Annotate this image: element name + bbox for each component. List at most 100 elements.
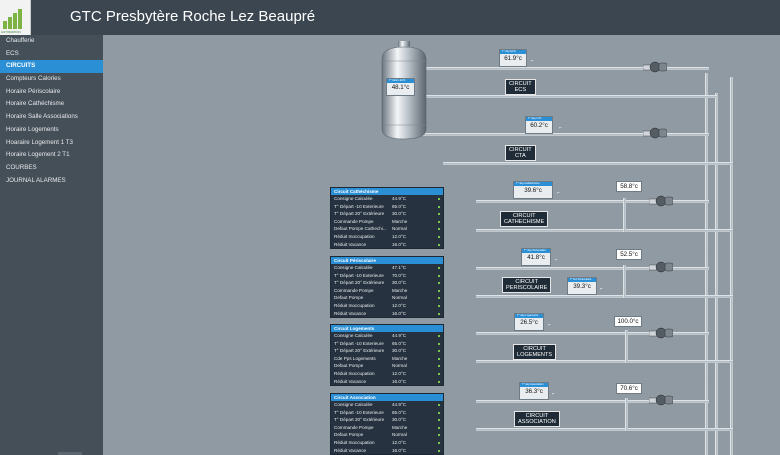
ecs-supply-temp-value: 61.9°c: [504, 55, 522, 62]
sidebar-item-compteurs-calories[interactable]: Compteurs Calories: [6, 75, 61, 83]
periscolaire-ext-temp-display[interactable]: T° Ext Périscolaire 39.3°c: [567, 277, 597, 295]
parameter-label: Defaut Pompe: [334, 295, 364, 301]
parameter-label: Réduit Vacance: [334, 310, 367, 316]
logo-bars-icon: [3, 9, 27, 29]
parameter-value[interactable]: 70.0°C: [392, 272, 407, 278]
parameter-value[interactable]: 12.0°C: [392, 439, 407, 445]
panel-row: Cde Pps Logements Marche: [331, 355, 443, 363]
parameter-label: T° Départ -10 Exterieure: [334, 340, 384, 346]
logements-supply-temp-label: T° dep Logements: [515, 314, 543, 318]
pipe-periscolaire-return: [476, 295, 733, 298]
parameter-value[interactable]: Normal: [392, 295, 407, 301]
catechisme-valve-position[interactable]: 58.8°c: [616, 181, 642, 192]
sidebar-item-horaire-logements[interactable]: Horaire Logements: [6, 125, 59, 133]
sidebar-item-journal-alarmes[interactable]: JOURNAL ALARMES: [6, 176, 66, 184]
logements-supply-temp-display[interactable]: T° dep Logements 26.5°c: [514, 313, 544, 331]
parameter-value[interactable]: Normal: [392, 226, 407, 232]
supply-pipe: [730, 77, 733, 455]
parameter-value[interactable]: 47.1°C: [392, 265, 407, 270]
parameter-value[interactable]: Normal: [392, 363, 407, 369]
parameter-label: Consigne Calculée: [334, 196, 373, 201]
parameter-value[interactable]: 16.0°C: [392, 447, 407, 453]
synoptic-canvas: T° ballon ECS 48.1°c T° dep ECS 61.9°c ⌐…: [103, 35, 780, 455]
pump-icon[interactable]: [649, 260, 673, 274]
sidebar-item-ecs[interactable]: ECS: [6, 49, 19, 57]
status-led-icon: [438, 365, 440, 368]
status-led-icon: [438, 205, 440, 208]
periscolaire-ext-temp-value: 39.3°c: [573, 283, 591, 290]
association-supply-temp-display[interactable]: T° dep Association 36.3°c: [519, 382, 549, 400]
circuit-association-label: CIRCUIT ASSOCIATION: [514, 411, 560, 427]
parameter-label: Consigne Calculée: [334, 333, 373, 338]
circuit-logements-title: CIRCUIT: [523, 346, 546, 352]
circuit-logements-label: CIRCUIT LOGEMENTS: [513, 344, 557, 360]
status-led-icon: [438, 342, 440, 345]
status-led-icon: [438, 304, 440, 307]
parameter-value[interactable]: 12.0°C: [392, 370, 407, 376]
parameter-value[interactable]: 44.9°C: [392, 333, 407, 338]
ecs-supply-temp-display[interactable]: T° dep ECS 61.9°c: [499, 49, 527, 67]
status-led-icon: [438, 419, 440, 422]
status-led-icon: [438, 235, 440, 238]
parameter-value[interactable]: 65.0°C: [392, 409, 407, 415]
parameter-value[interactable]: 12.0°C: [392, 302, 407, 308]
parameter-value[interactable]: 30.0°C: [392, 211, 407, 217]
sidebar-item-courbes[interactable]: COURBES: [6, 163, 37, 171]
pipe-logements-return: [476, 360, 733, 363]
circuit-periscolaire-label: CIRCUIT PERISCOLAIRE: [502, 277, 552, 293]
parameter-value[interactable]: Marche: [392, 218, 408, 224]
parameter-value[interactable]: Marche: [392, 287, 408, 293]
parameter-value[interactable]: Marche: [392, 424, 408, 430]
association-valve-position[interactable]: 70.6°c: [616, 383, 642, 394]
periscolaire-valve-position[interactable]: 52.5°c: [616, 249, 642, 260]
parameter-value[interactable]: 44.9°C: [392, 402, 407, 407]
pump-icon[interactable]: [649, 194, 673, 208]
sidebar-item-horaire-cath-chisme[interactable]: Horaire Cathéchisme: [6, 100, 65, 108]
sidebar-item-horaire-p-riscolaire[interactable]: Horaire Périscolaire: [6, 87, 61, 95]
periscolaire-supply-temp-display[interactable]: T° dep Périscolaire 41.8°c: [521, 248, 551, 266]
parameter-value[interactable]: 30.0°C: [392, 417, 407, 423]
parameter-value[interactable]: 16.0°C: [392, 241, 407, 247]
logements-valve-position[interactable]: 100.0°c: [614, 316, 642, 327]
parameter-value[interactable]: 16.0°C: [392, 378, 407, 384]
sidebar-item-chaufferie[interactable]: Chaufferie: [6, 37, 35, 44]
status-led-icon: [438, 350, 440, 353]
parameter-label: T° Départ 20° Extérieure: [334, 280, 385, 286]
parameter-label: Cde Pps Logements: [334, 355, 376, 361]
pump-icon[interactable]: [643, 60, 667, 74]
parameter-value[interactable]: 65.0°C: [392, 203, 407, 209]
tank-temperature-display[interactable]: T° ballon ECS 48.1°c: [386, 78, 415, 96]
parameter-value[interactable]: 30.0°C: [392, 280, 407, 286]
pipe-cta-return: [443, 162, 733, 165]
sidebar-item-horaire-logement-2-t1[interactable]: Horaire Logement 2 T1: [6, 151, 70, 159]
parameter-value[interactable]: 44.9°C: [392, 196, 407, 201]
flow-arrow-icon: ⌐: [559, 125, 562, 131]
sidebar-item-hoaraire-logement-1-t3[interactable]: Hoaraire Logement 1 T3: [6, 138, 73, 146]
sidebar-item-circuits[interactable]: CIRCUITS: [0, 60, 103, 74]
parameter-value[interactable]: 30.0°C: [392, 348, 407, 354]
status-led-icon: [438, 312, 440, 315]
pump-icon[interactable]: [643, 126, 667, 140]
panel-row: Consigne Calculée 44.9°C: [331, 195, 443, 203]
catechisme-supply-temp-display[interactable]: T° dep Cathéchisme 39.6°c: [513, 181, 553, 199]
cta-supply-temp-display[interactable]: T° dep CTA 60.2°c: [525, 116, 553, 134]
valve-association-bypass: [625, 398, 628, 431]
sidebar-item-horaire-salle-associations[interactable]: Horaire Salle Associations: [6, 113, 78, 121]
circuit-association-name: ASSOCIATION: [518, 419, 556, 425]
parameter-value[interactable]: 65.0°C: [392, 340, 407, 346]
return-pipe: [715, 93, 718, 455]
parameter-value[interactable]: Marche: [392, 355, 408, 361]
pump-icon[interactable]: [649, 393, 673, 407]
panel-row: T° Départ 20° Extérieure 30.0°C: [331, 279, 443, 287]
parameter-value[interactable]: Normal: [392, 432, 407, 438]
panel-row: Consigne Calculée 44.9°C: [331, 332, 443, 340]
pump-icon[interactable]: [649, 326, 673, 340]
parameter-value[interactable]: 12.0°C: [392, 233, 407, 239]
panel-title: Circuit Cathéchisme: [331, 188, 443, 195]
parameter-value[interactable]: 16.0°C: [392, 310, 407, 316]
parameter-label: Defaut Pompe Cathechi...: [334, 226, 387, 232]
